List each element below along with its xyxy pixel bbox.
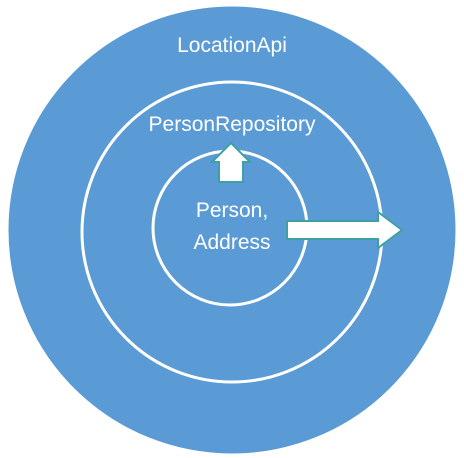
up-arrow-icon xyxy=(209,141,253,183)
right-arrow-icon xyxy=(286,210,404,250)
outer-layer-label: LocationApi xyxy=(177,34,287,57)
inner-layer-label-line2: Address xyxy=(193,231,271,254)
outer-layer-circle xyxy=(5,3,459,457)
middle-layer-label: PersonRepository xyxy=(148,113,316,136)
inner-layer-label: Person, Address xyxy=(163,195,301,259)
inner-layer-label-line1: Person, xyxy=(195,199,269,222)
